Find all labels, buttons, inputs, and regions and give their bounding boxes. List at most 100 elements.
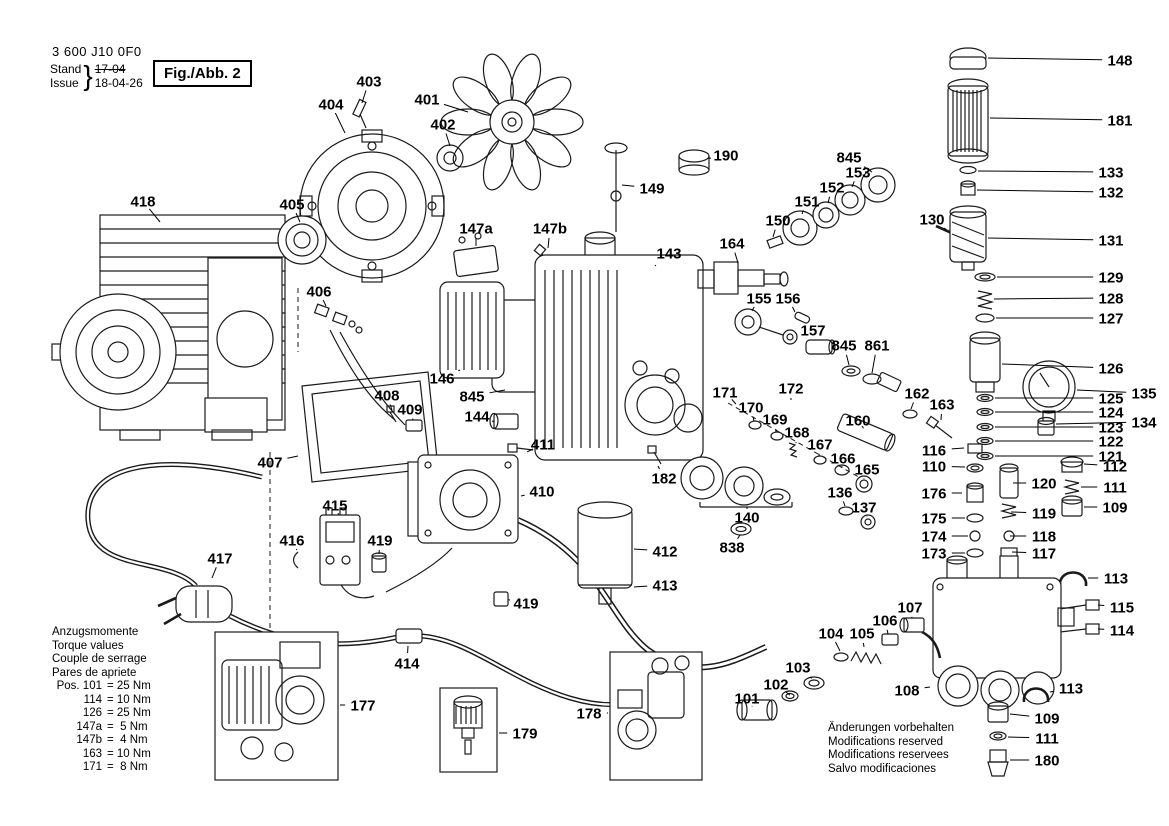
- leader-line-407: [287, 455, 299, 459]
- part-label-147b: 147b: [533, 220, 567, 237]
- leader-line-416: [296, 548, 298, 551]
- part-label-115: 115: [1110, 599, 1134, 616]
- inset-177: [214, 631, 339, 781]
- torque-row: 147a= 5 Nm: [52, 721, 151, 735]
- part-label-131: 131: [1098, 232, 1123, 249]
- part-label-181: 181: [1107, 112, 1132, 129]
- screw-411: [507, 443, 518, 453]
- issue-date: 18-04-26: [94, 76, 143, 90]
- part-label-137: 137: [851, 499, 876, 516]
- part-label-128: 128: [1098, 290, 1123, 307]
- nozzle-180: [989, 749, 1007, 763]
- part-label-110: 110: [922, 458, 946, 475]
- part-label-845: 845: [836, 149, 861, 166]
- part-label-404: 404: [318, 96, 344, 113]
- leader-line-170: [752, 416, 755, 422]
- part-label-150: 150: [765, 212, 790, 229]
- torque-row: 114= 10 Nm: [52, 694, 151, 708]
- leader-line-408: [389, 404, 393, 411]
- power-cord-drawing: [85, 462, 662, 708]
- part-label-147a: 147a: [459, 220, 493, 237]
- leader-line-410: [520, 494, 525, 497]
- torque-value: = 5 Nm: [107, 720, 148, 733]
- part-label-410: 410: [529, 483, 554, 500]
- solenoid-valve-drawing: [407, 454, 519, 607]
- torque-row: 147b= 4 Nm: [52, 734, 151, 748]
- grommet-419b: [493, 591, 509, 607]
- screw-147b: [533, 243, 547, 257]
- leader-line-134: [1055, 421, 1127, 425]
- leader-line-105: [862, 642, 865, 648]
- leader-line-150: [772, 229, 776, 238]
- group-bracket-dashed: [727, 402, 865, 481]
- part-label-135: 135: [1131, 385, 1156, 402]
- torque-title: Anzugsmomente: [52, 626, 139, 638]
- leader-line-149: [621, 184, 635, 187]
- torque-row: 163= 10 Nm: [52, 748, 151, 762]
- part-label-114: 114: [1110, 622, 1135, 639]
- torque-row: 126= 25 Nm: [52, 707, 151, 721]
- issue-dates: 17-04 18-04-26: [95, 62, 143, 90]
- part-label-845: 845: [831, 337, 856, 354]
- plug-prongs: [157, 596, 182, 626]
- brace-glyph: }: [83, 60, 93, 91]
- piston-157: [805, 339, 833, 355]
- leader-line-160: [861, 425, 864, 429]
- clip-113-top: [1058, 571, 1088, 587]
- part-label-407: 407: [257, 454, 282, 471]
- leader-line-418: [148, 208, 161, 223]
- part-label-101: 101: [734, 690, 759, 707]
- leader-line-113: [1049, 690, 1054, 693]
- seal-136: [838, 506, 854, 516]
- figure-label: Fig./Abb. 2: [153, 60, 252, 87]
- part-label-118: 118: [1032, 528, 1056, 545]
- screw-114: [1085, 623, 1100, 635]
- part-label-190: 190: [713, 147, 738, 164]
- leader-line-181: [989, 117, 1103, 121]
- wiring-drawing: [329, 329, 453, 599]
- torque-title: Couple de serrage: [52, 653, 147, 665]
- leader-line-146: [458, 369, 461, 372]
- part-label-405: 405: [279, 196, 304, 213]
- part-label-136: 136: [827, 484, 852, 501]
- screw-115: [1085, 599, 1100, 611]
- part-label-121: 121: [1098, 448, 1123, 465]
- torque-row: 171= 8 Nm: [52, 761, 151, 775]
- plate-147a: [453, 244, 499, 278]
- part-label-149: 149: [639, 180, 664, 197]
- leader-line-106: [886, 629, 889, 635]
- ring-111b: [989, 731, 1007, 741]
- leader-line-153: [851, 181, 855, 188]
- part-label-107: 107: [897, 599, 922, 616]
- leader-line-144: [491, 420, 495, 423]
- motor-flange-drawing: [277, 98, 464, 283]
- leader-line-164: [734, 252, 739, 264]
- issue-label: Issue: [50, 76, 79, 90]
- part-label-116: 116: [922, 442, 946, 459]
- plug-body: [175, 585, 233, 623]
- part-label-178: 178: [576, 705, 601, 722]
- motor-drawing: [51, 214, 286, 441]
- ring-129: [974, 272, 996, 282]
- torque-title: Pares de apriete: [52, 666, 137, 679]
- leader-line-403: [361, 90, 367, 104]
- ring-103: [803, 676, 825, 690]
- leader-line-128: [993, 297, 1094, 300]
- conrod-piston-drawing: [734, 308, 953, 530]
- leader-line-838: [737, 534, 741, 539]
- part-label-125: 125: [1098, 390, 1123, 407]
- part-label-418: 418: [130, 193, 155, 210]
- screw-403: [352, 98, 367, 118]
- part-label-117: 117: [1032, 545, 1056, 562]
- leader-line-411: [526, 448, 534, 453]
- leader-line-155: [751, 306, 755, 312]
- part-label-146: 146: [429, 370, 454, 387]
- nut-106: [881, 633, 899, 646]
- part-label-122: 122: [1098, 433, 1123, 450]
- leader-line-131: [987, 237, 1094, 241]
- relay-drawing: [292, 507, 387, 586]
- capacitor-drawing: [577, 501, 633, 605]
- leader-line-147b: [547, 237, 550, 249]
- screw-182: [647, 445, 657, 454]
